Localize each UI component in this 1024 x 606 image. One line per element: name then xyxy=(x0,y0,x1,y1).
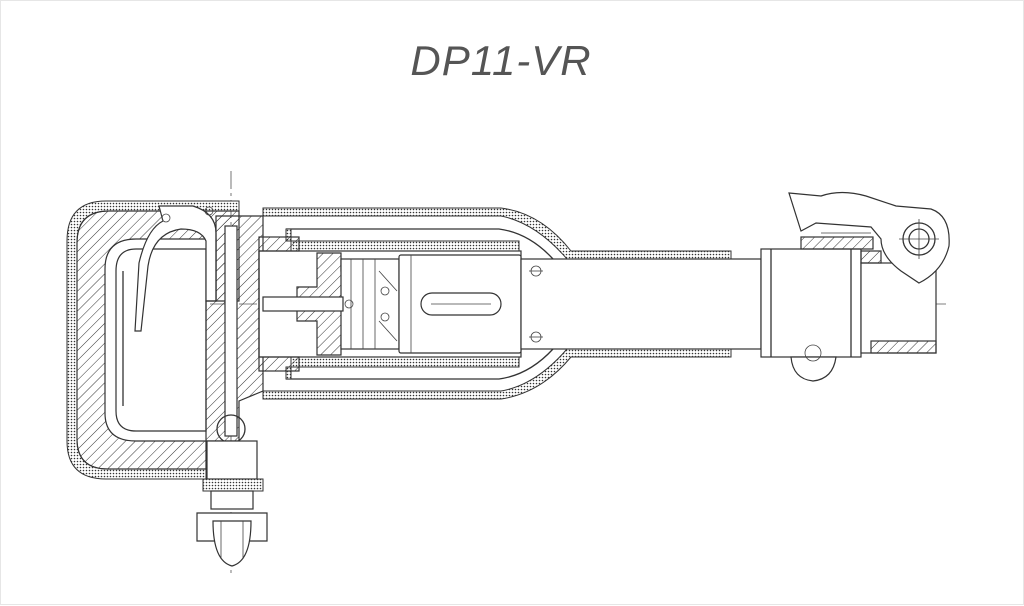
valve-assembly xyxy=(262,252,400,356)
barrel xyxy=(520,258,762,350)
drawing-title: DP11-VR xyxy=(410,37,592,84)
trigger-lever xyxy=(134,205,217,332)
piston xyxy=(398,254,522,354)
air-inlet-fitting xyxy=(196,440,268,567)
chisel-retainer xyxy=(760,236,937,382)
throttle-valve-bore xyxy=(224,225,238,437)
retainer-latch xyxy=(788,191,950,284)
